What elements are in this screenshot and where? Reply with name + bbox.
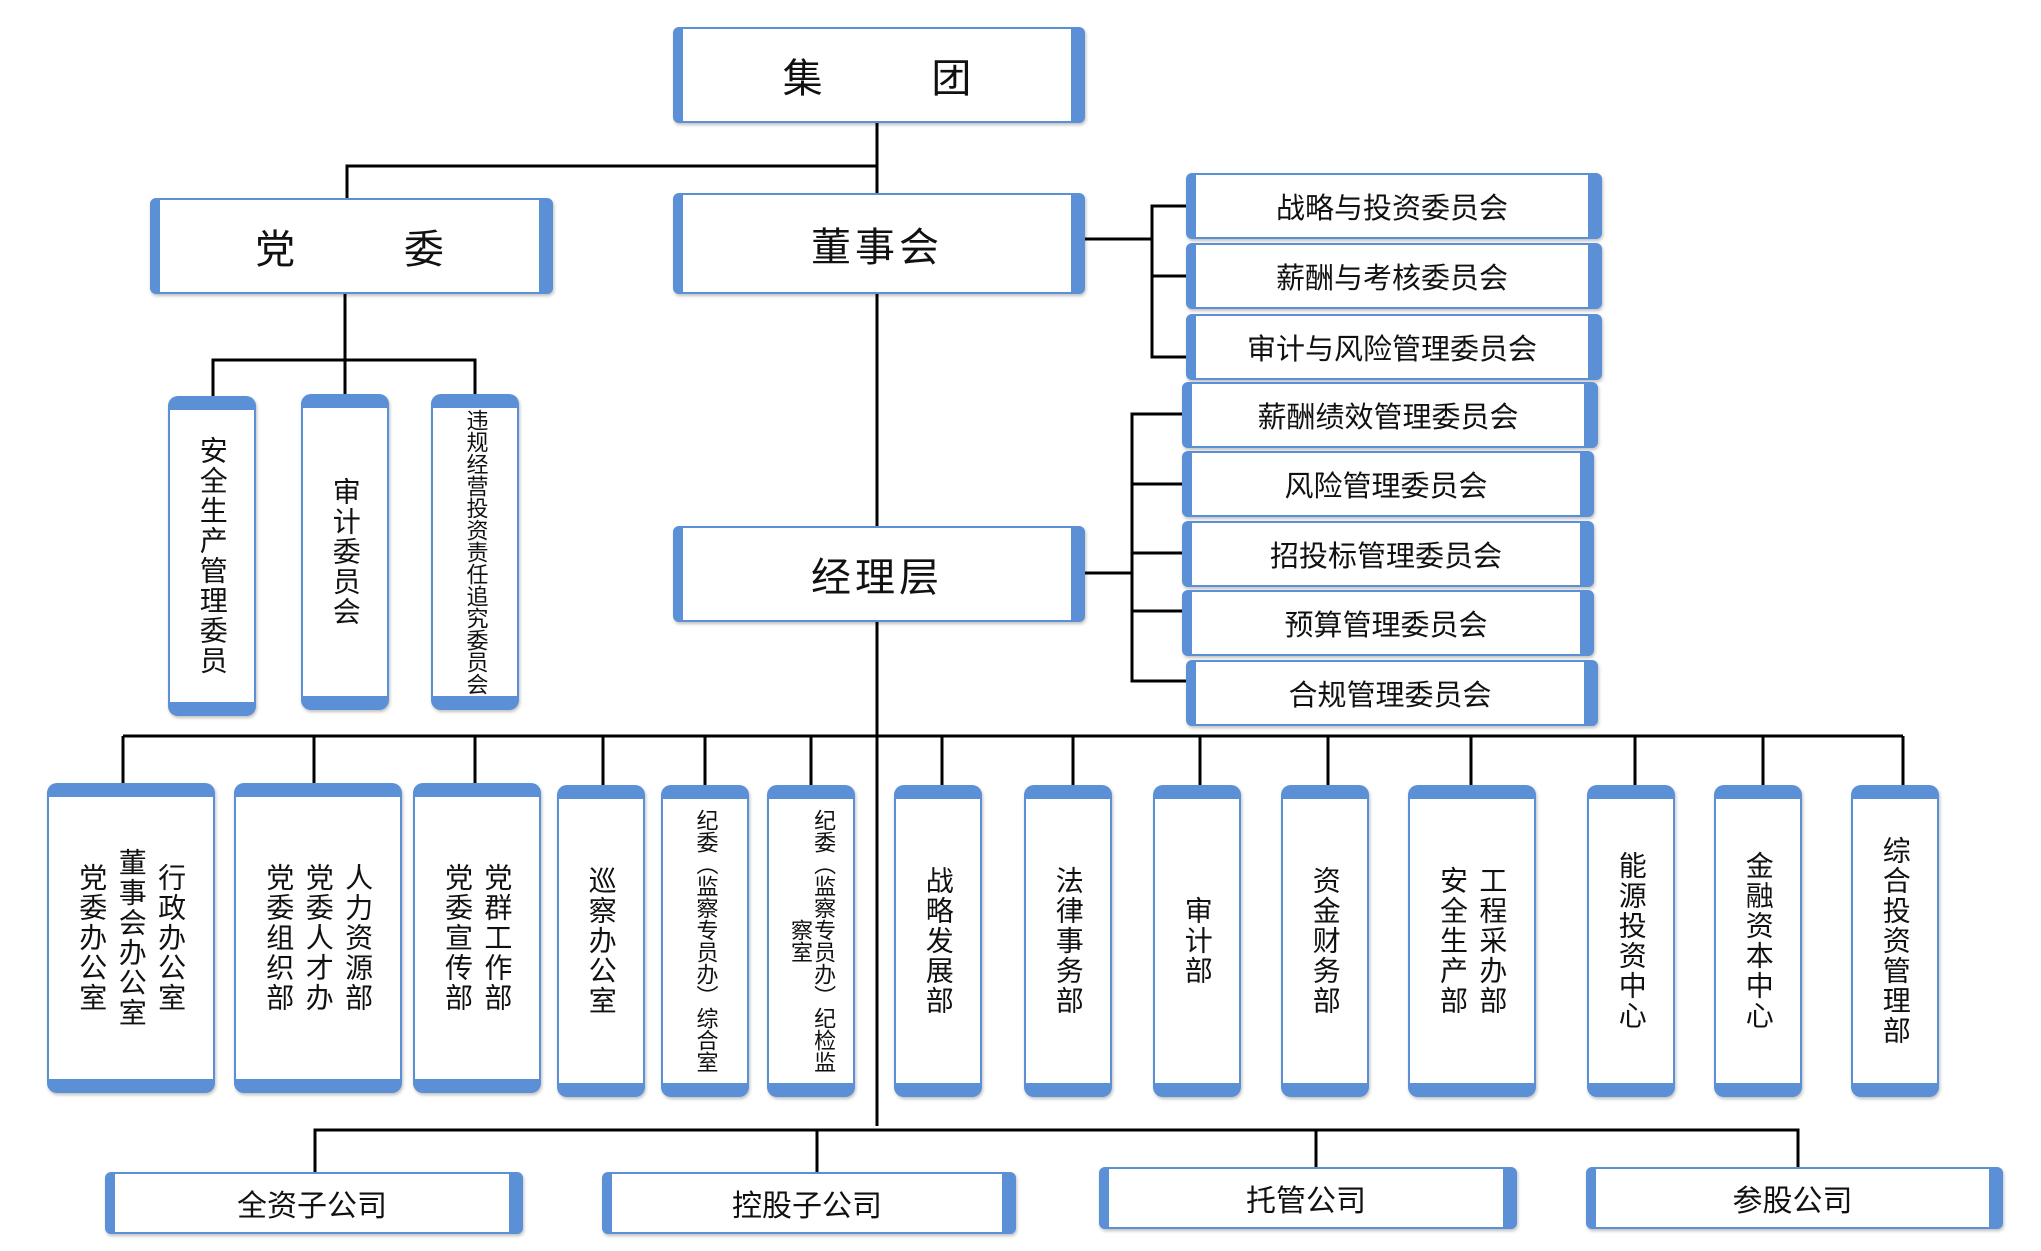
board-label: 董事会 — [811, 224, 943, 271]
committee-label: 安全生产管理委员 — [195, 436, 229, 676]
dept-hr: 人力资源部 党委人才办 党委组织部 — [234, 783, 402, 1093]
dept-line: 行政办公室 — [154, 863, 188, 1013]
committee-label: 薪酬与考核委员会 — [1275, 261, 1508, 295]
committee-label: 审计委员会 — [328, 477, 362, 627]
dept-line: 党委办公室 — [75, 863, 109, 1013]
dept-line: 资金财务部 — [1308, 866, 1342, 1016]
dept-line: 党委组织部 — [262, 863, 296, 1013]
dept-party-mass: 党群工作部 党委宣传部 — [413, 783, 541, 1093]
party-committee-audit: 审计委员会 — [301, 394, 389, 710]
dept-line: 党委人才办 — [301, 863, 335, 1013]
committee-label: 风险管理委员会 — [1284, 469, 1488, 503]
committee-label: 招投标管理委员会 — [1269, 539, 1502, 573]
mgmt-committee-compliance: 合规管理委员会 — [1186, 660, 1598, 726]
dept-line: 法律事务部 — [1051, 866, 1085, 1016]
dept-strategy: 战略发展部 — [894, 785, 982, 1097]
mgmt-committee-budget: 预算管理委员会 — [1182, 590, 1594, 656]
party-committee-label: 党 委 — [255, 227, 492, 273]
dept-line: 党群工作部 — [480, 863, 514, 1013]
board-committee-compensation: 薪酬与考核委员会 — [1186, 243, 1602, 309]
dept-finance: 资金财务部 — [1281, 785, 1369, 1097]
dept-line: 人力资源部 — [341, 863, 375, 1013]
dept-energy-investment: 能源投资中心 — [1587, 785, 1675, 1097]
board-committee-strategy: 战略与投资委员会 — [1186, 173, 1602, 239]
board-box: 董事会 — [673, 193, 1085, 294]
group-label: 集 团 — [782, 56, 1020, 102]
dept-investment-mgmt: 综合投资管理部 — [1851, 785, 1939, 1097]
mgmt-committee-bidding: 招投标管理委员会 — [1182, 521, 1594, 587]
committee-label: 违规经营投资责任追究委员会 — [462, 409, 488, 695]
committee-label: 薪酬绩效管理委员会 — [1257, 400, 1519, 434]
dept-line: 综合投资管理部 — [1878, 836, 1912, 1046]
dept-discipline-inspection: 纪委（监察专员办）纪检监察室 — [767, 785, 855, 1097]
committee-label: 战略与投资委员会 — [1275, 191, 1508, 225]
dept-line: 纪委（监察专员办）综合室 — [692, 809, 718, 1073]
dept-procurement: 工程采办部 安全生产部 — [1408, 785, 1536, 1097]
company-wholly-owned: 全资子公司 — [105, 1172, 523, 1234]
party-committee-safety: 安全生产管理委员 — [168, 396, 256, 716]
company-label: 托管公司 — [1246, 1184, 1366, 1219]
dept-line: 工程采办部 — [1475, 866, 1509, 1016]
dept-inspection: 巡察办公室 — [557, 785, 645, 1097]
mgmt-committee-risk: 风险管理委员会 — [1182, 451, 1594, 517]
dept-audit: 审计部 — [1153, 785, 1241, 1097]
committee-label: 预算管理委员会 — [1284, 608, 1488, 642]
group-box: 集 团 — [673, 27, 1085, 123]
company-label: 参股公司 — [1732, 1184, 1853, 1219]
party-committee-accountability: 违规经营投资责任追究委员会 — [431, 394, 519, 710]
dept-discipline-general: 纪委（监察专员办）综合室 — [661, 785, 749, 1097]
dept-line: 安全生产部 — [1436, 866, 1469, 1016]
dept-legal: 法律事务部 — [1024, 785, 1112, 1097]
dept-line: 审计部 — [1180, 896, 1214, 986]
dept-line: 战略发展部 — [921, 866, 955, 1016]
dept-line: 金融资本中心 — [1741, 851, 1775, 1031]
mgmt-committee-performance: 薪酬绩效管理委员会 — [1182, 382, 1598, 448]
management-label: 经理层 — [811, 555, 943, 601]
management-box: 经理层 — [673, 526, 1085, 622]
board-committee-audit-risk: 审计与风险管理委员会 — [1186, 314, 1602, 380]
company-label: 控股子公司 — [732, 1189, 882, 1224]
company-label: 全资子公司 — [237, 1189, 387, 1224]
company-holding: 控股子公司 — [602, 1172, 1016, 1234]
company-trusteeship: 托管公司 — [1099, 1167, 1517, 1229]
committee-label: 审计与风险管理委员会 — [1246, 332, 1537, 366]
committee-label: 合规管理委员会 — [1288, 678, 1492, 712]
dept-line: 董事会办公室 — [114, 848, 148, 1028]
dept-line: 党委宣传部 — [441, 863, 474, 1013]
company-equity-participation: 参股公司 — [1586, 1167, 2003, 1229]
party-committee-box: 党 委 — [150, 198, 553, 294]
dept-admin-office: 行政办公室 董事会办公室 党委办公室 — [47, 783, 215, 1093]
dept-line: 能源投资中心 — [1614, 851, 1648, 1031]
dept-line: 纪委（监察专员办）纪检监察室 — [787, 809, 836, 1073]
dept-line: 巡察办公室 — [584, 866, 618, 1016]
dept-financial-capital: 金融资本中心 — [1714, 785, 1802, 1097]
